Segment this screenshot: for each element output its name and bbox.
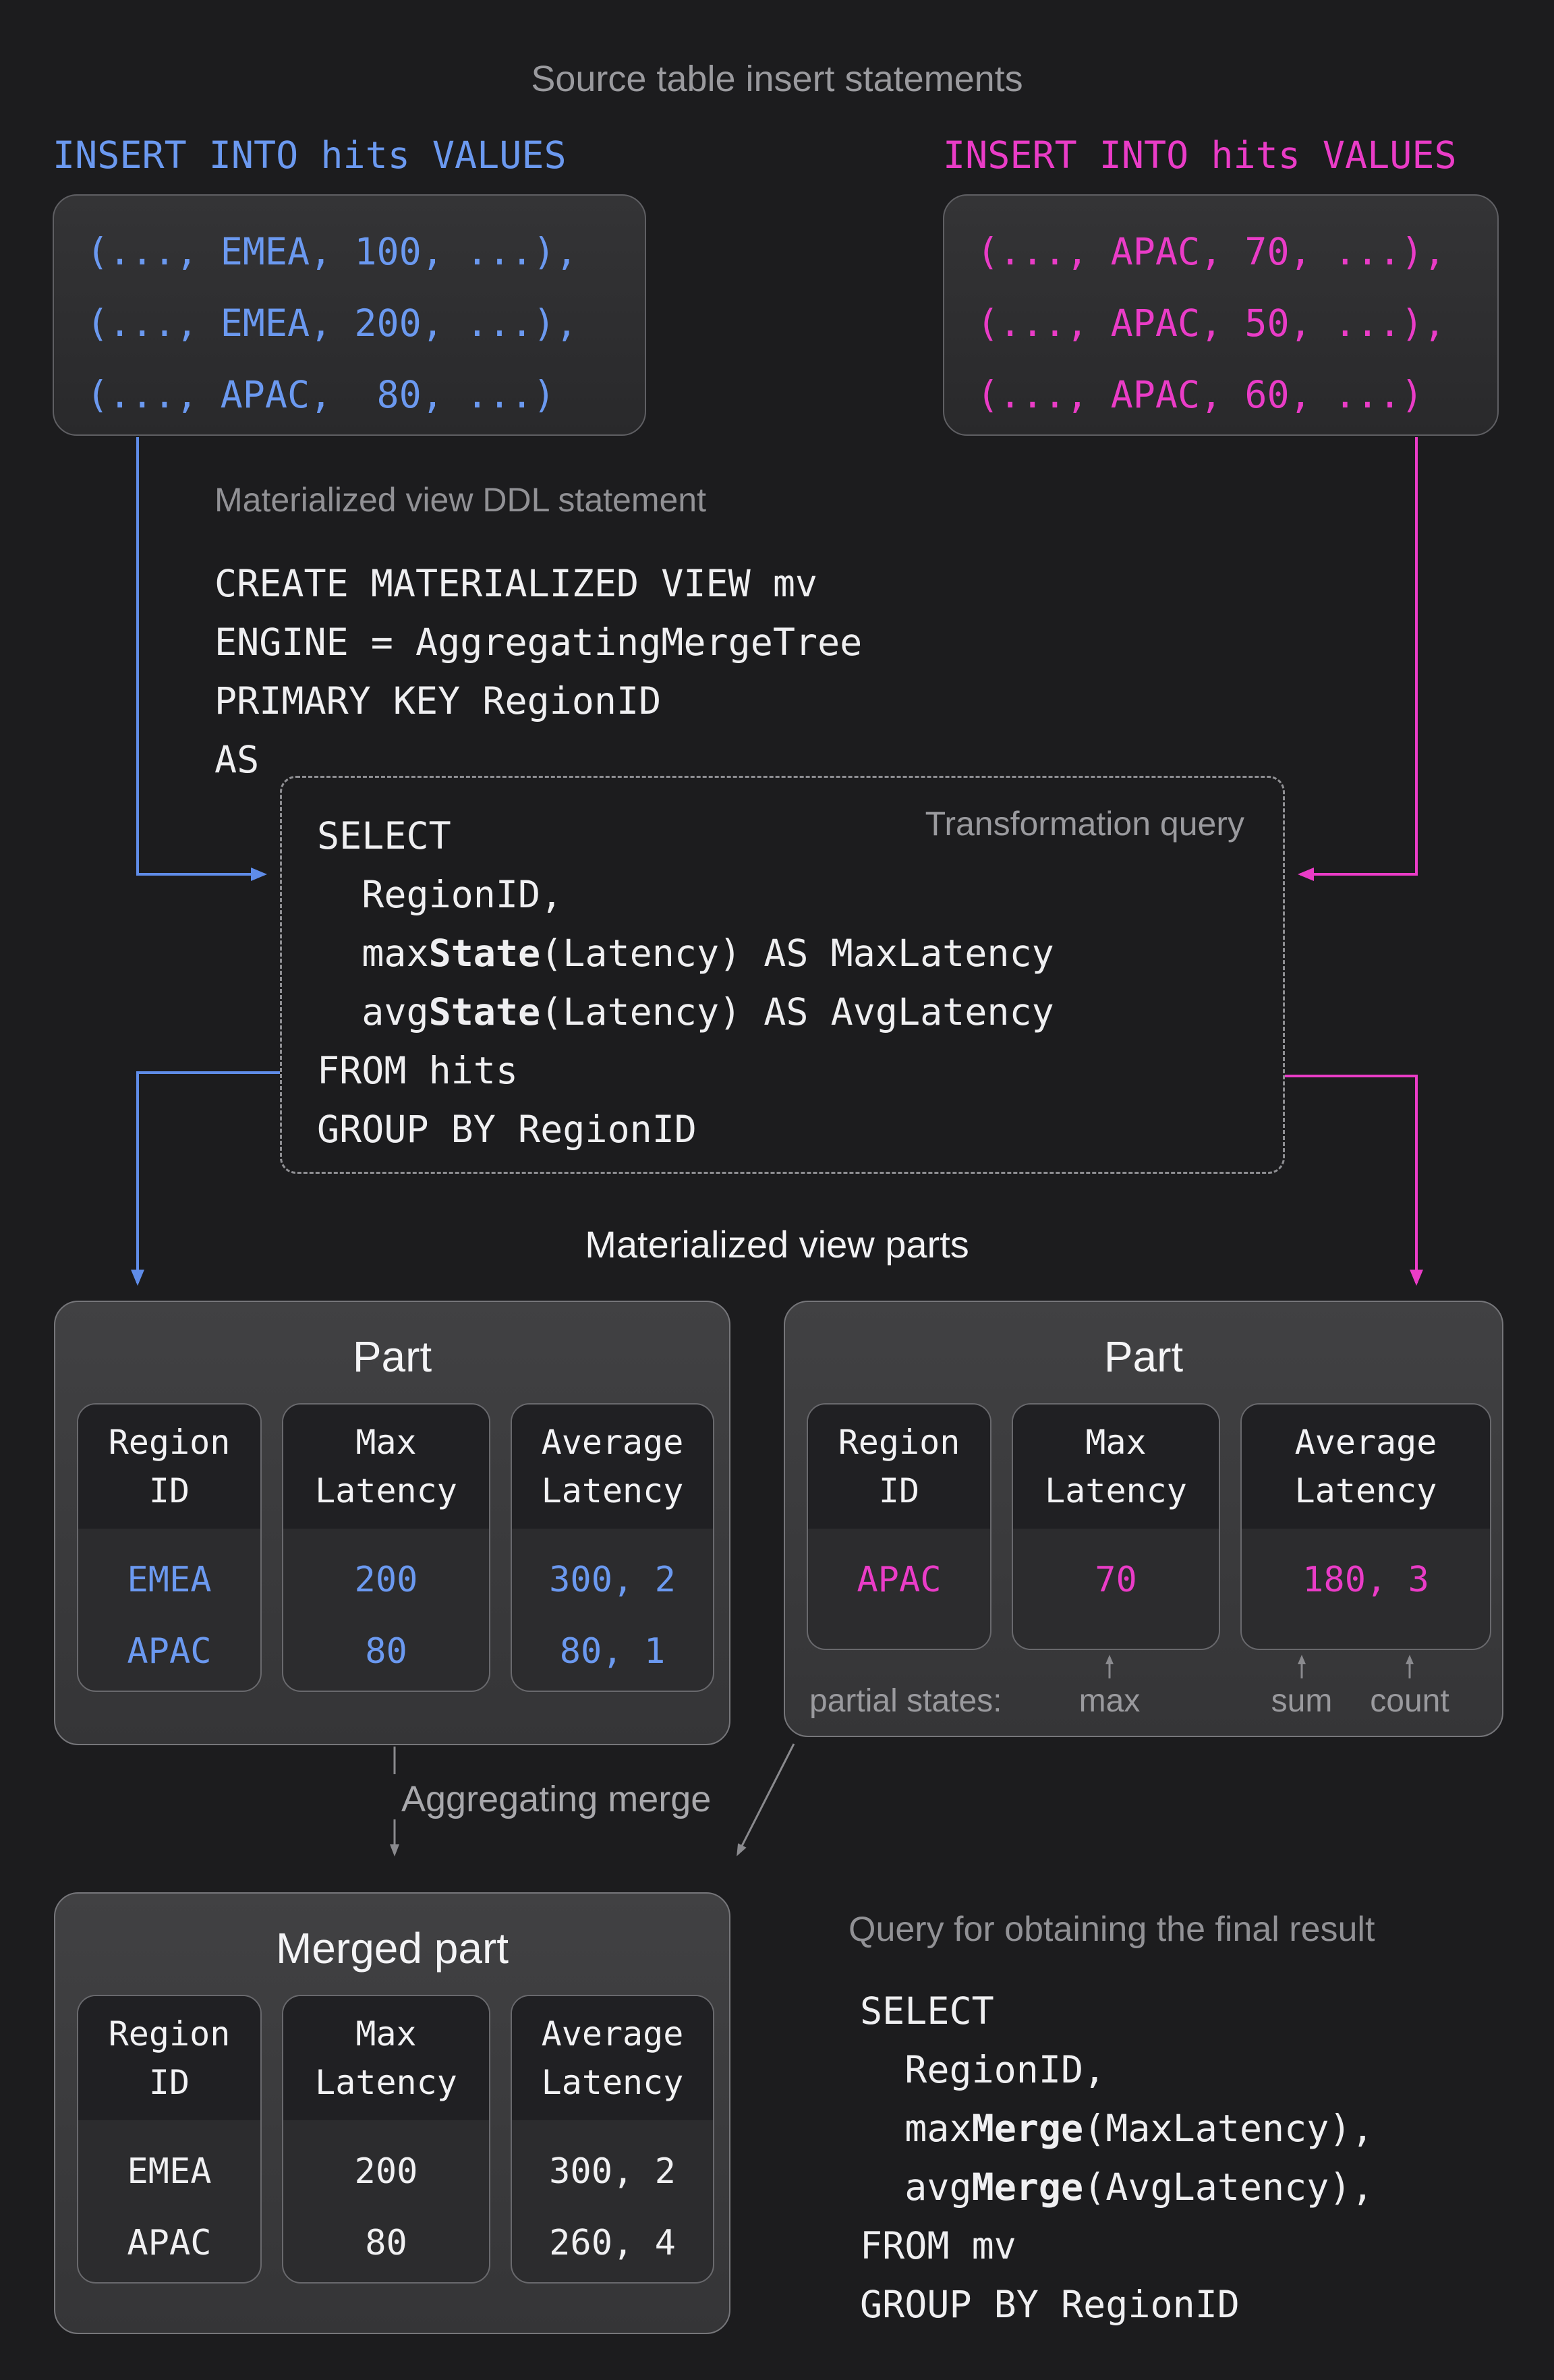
table-column: Average Latency 180, 3: [1240, 1403, 1491, 1650]
column-header: Max Latency: [283, 1405, 489, 1529]
cell-value: APAC: [857, 1560, 942, 1600]
ddl-label: Materialized view DDL statement: [214, 481, 706, 519]
table-column: Average Latency 300, 2 80, 1: [511, 1403, 714, 1692]
partial-state-max: max: [1078, 1683, 1141, 1719]
cell-value: EMEA: [127, 2151, 212, 2192]
insert-right-box: (..., APAC, 70, ...),(..., APAC, 50, ...…: [943, 194, 1499, 436]
arrow-part-right-to-merged: [737, 1743, 795, 1857]
column-header: Average Latency: [1242, 1405, 1490, 1529]
insert-left-box: (..., EMEA, 100, ...),(..., EMEA, 200, .…: [53, 194, 646, 436]
cell-value: EMEA: [127, 1560, 212, 1600]
part-right-table: Region ID APAC Max Latency 70 Average La…: [807, 1403, 1491, 1650]
materialized-view-parts-label: Materialized view parts: [585, 1223, 969, 1266]
transformation-query-code: SELECT RegionID, maxState(Latency) AS Ma…: [317, 814, 1054, 1151]
column-header: Region ID: [78, 1996, 260, 2120]
part-left-table: Region ID EMEA APAC Max Latency 200 80 A…: [77, 1403, 714, 1692]
merged-part-table: Region ID EMEA APAC Max Latency 200 80 A…: [77, 1995, 714, 2284]
partial-state-count: count: [1370, 1683, 1449, 1719]
cell-value: 80, 1: [559, 1631, 666, 1672]
insert-left-header: INSERT INTO hits VALUES: [53, 134, 567, 177]
cell-value: 300, 2: [549, 2151, 676, 2192]
insert-right-header: INSERT INTO hits VALUES: [943, 134, 1457, 177]
cell-value: 300, 2: [549, 1560, 676, 1600]
cell-value: 200: [354, 2151, 418, 2192]
cell-value: 70: [1095, 1560, 1137, 1600]
partial-states-label: partial states:: [809, 1683, 1002, 1719]
table-column: Max Latency 200 80: [282, 1995, 490, 2284]
cell-value: APAC: [127, 2223, 212, 2263]
cell-value: 80: [365, 1631, 407, 1672]
part-left-title: Part: [352, 1332, 432, 1381]
table-column: Max Latency 70: [1012, 1403, 1220, 1650]
column-header: Max Latency: [283, 1996, 489, 2120]
transformation-query-label: Transformation query: [925, 805, 1244, 843]
part-right-title: Part: [1103, 1332, 1184, 1381]
cell-value: 200: [354, 1560, 418, 1600]
cell-value: 80: [365, 2223, 407, 2263]
final-query-code: SELECT RegionID, maxMerge(MaxLatency), a…: [860, 1989, 1374, 2326]
table-column: Average Latency 300, 2 260, 4: [511, 1995, 714, 2284]
merged-part-box: Merged part Region ID EMEA APAC Max Late…: [54, 1892, 730, 2334]
part-box-right: Part Region ID APAC Max Latency 70 Avera…: [784, 1301, 1503, 1737]
partial-state-sum: sum: [1271, 1683, 1333, 1719]
aggregating-merge-label: Aggregating merge: [401, 1779, 712, 1819]
transformation-query-box: [280, 776, 1285, 1174]
final-query-label: Query for obtaining the final result: [848, 1910, 1375, 1949]
cell-value: APAC: [127, 1631, 212, 1672]
page-title: Source table insert statements: [531, 59, 1023, 99]
table-column: Region ID EMEA APAC: [77, 1403, 262, 1692]
part-box-left: Part Region ID EMEA APAC Max Latency 200…: [54, 1301, 730, 1745]
merged-part-title: Merged part: [275, 1924, 509, 1973]
column-header: Average Latency: [512, 1996, 713, 2120]
table-column: Region ID APAC: [807, 1403, 991, 1650]
column-header: Max Latency: [1013, 1405, 1219, 1529]
column-header: Region ID: [78, 1405, 260, 1529]
table-column: Max Latency 200 80: [282, 1403, 490, 1692]
arrow-insert-right-to-query: [1298, 437, 1418, 881]
table-column: Region ID EMEA APAC: [77, 1995, 262, 2284]
column-header: Region ID: [808, 1405, 990, 1529]
column-header: Average Latency: [512, 1405, 713, 1529]
cell-value: 260, 4: [549, 2223, 676, 2263]
cell-value: 180, 3: [1302, 1560, 1429, 1600]
